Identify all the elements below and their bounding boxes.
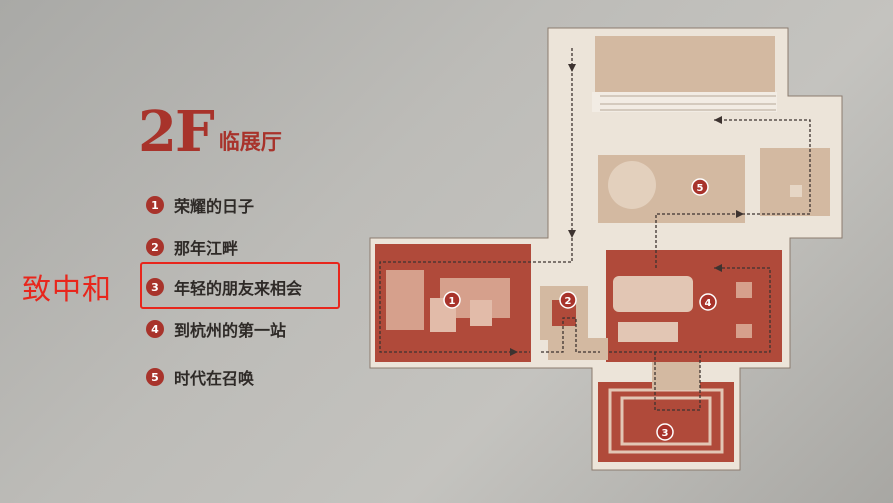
map-markers: 1 2 3 4 5: [443, 178, 717, 441]
legend-badge: 1: [146, 196, 164, 214]
legend-badge: 5: [146, 368, 164, 386]
legend-item-5: 5 时代在召唤: [146, 365, 254, 389]
map-marker-4-label: 4: [705, 298, 712, 309]
map-marker-5: [691, 178, 709, 196]
legend-label: 那年江畔: [174, 239, 239, 258]
legend-item-3: 3 年轻的朋友来相会: [146, 275, 302, 299]
room-3: [598, 382, 734, 462]
legend-badge: 4: [146, 320, 164, 338]
legend-label: 荣耀的日子: [174, 197, 255, 216]
legend-badge: 2: [146, 238, 164, 256]
room-5: [598, 148, 830, 223]
map-marker-2: [559, 291, 577, 309]
legend-item-1: 1 荣耀的日子: [146, 193, 254, 217]
route-arrows: [510, 64, 744, 356]
map-marker-2-label: 2: [565, 296, 572, 307]
map-marker-4: [699, 293, 717, 311]
legend-item-2: 2 那年江畔: [146, 235, 238, 259]
legend-item-4: 4 到杭州的第一站: [146, 317, 286, 341]
map-marker-3-label: 3: [662, 428, 669, 439]
legend-badge: 3: [146, 278, 164, 296]
map-marker-5-label: 5: [697, 183, 704, 194]
legend-label: 到杭州的第一站: [174, 321, 287, 340]
corridor-light: [548, 338, 700, 390]
route-path: [379, 48, 811, 411]
room-4: [606, 250, 782, 362]
annotation-text: 致中和: [22, 272, 113, 306]
legend-label: 年轻的朋友来相会: [174, 279, 303, 298]
legend-label: 时代在召唤: [174, 369, 255, 388]
map-marker-3: [656, 423, 674, 441]
room-1: [375, 244, 531, 362]
map-marker-1-label: 1: [449, 296, 456, 307]
floor-number: 2F: [138, 99, 215, 165]
hall-name: 临展厅: [218, 130, 282, 154]
highlight-box: [140, 262, 340, 309]
room-top: [592, 36, 777, 112]
map-marker-1: [443, 291, 461, 309]
floor-title: 2F 临展厅: [138, 104, 282, 160]
